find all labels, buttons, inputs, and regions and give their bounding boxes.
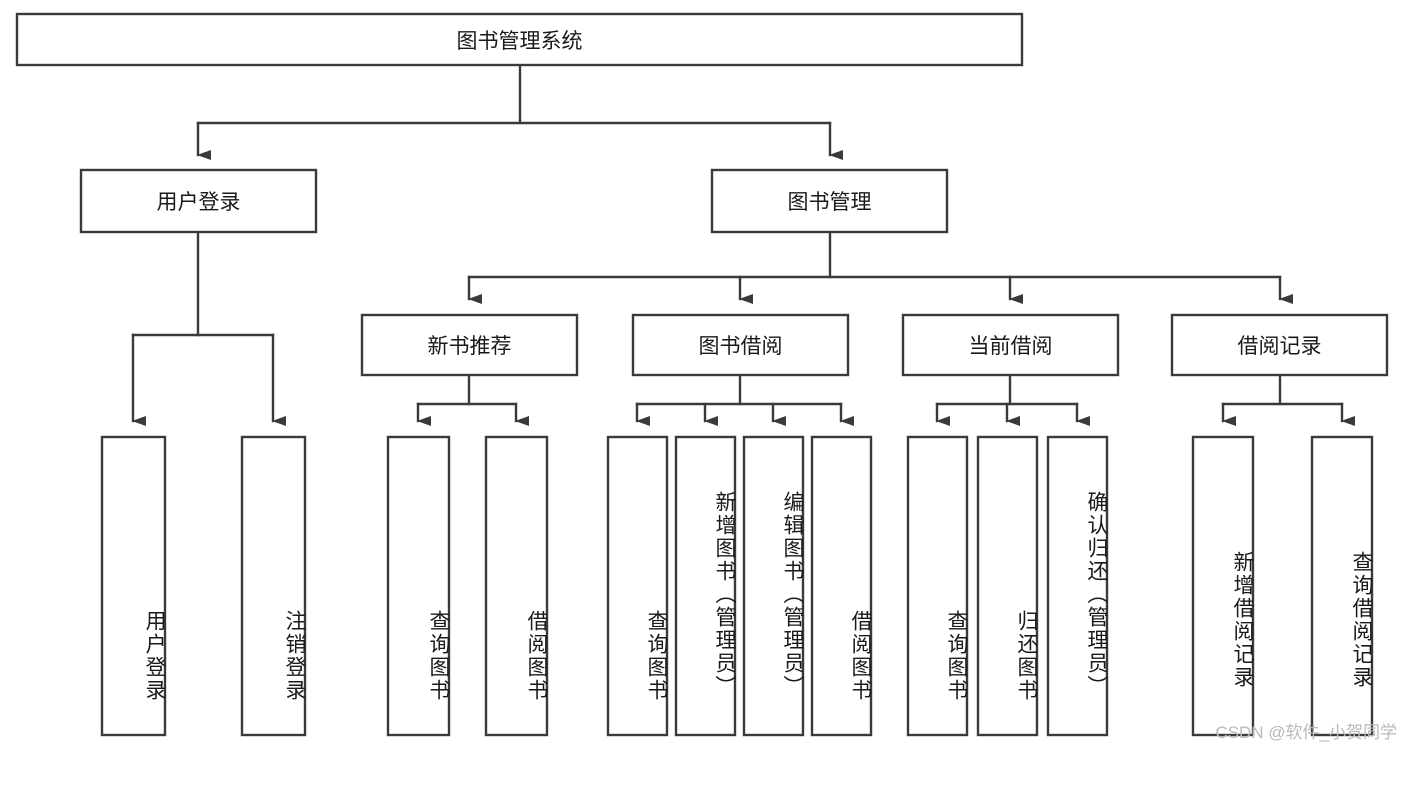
connector-book-borrow-to-leaves [635,373,854,426]
node-borrow-record[interactable] [1170,313,1389,377]
leaf-book-borrow-2[interactable] [742,435,805,737]
connector-user-login-to-leaves [131,230,286,426]
leaf-user-login-0[interactable] [100,435,167,737]
leaf-book-borrow-3[interactable] [810,435,873,737]
node-root-system[interactable] [15,12,1024,67]
leaf-borrow-record-0[interactable] [1191,435,1255,737]
connector-current-borrow-to-leaves [935,373,1090,426]
leaf-current-borrow-1[interactable] [976,435,1039,737]
node-user-login[interactable] [79,168,318,234]
connector-new-book-to-leaves [416,373,529,426]
connector-borrow-record-to-leaves [1221,373,1355,426]
diagram-canvas [15,12,1389,737]
leaf-new-book-1[interactable] [484,435,549,737]
leaf-current-borrow-2[interactable] [1046,435,1109,737]
node-new-book-recommend[interactable] [360,313,579,377]
connector-root-to-bus [196,63,843,160]
node-book-borrow[interactable] [631,313,850,377]
leaf-book-borrow-1[interactable] [674,435,737,737]
connector-book-mgmt-to-level3 [467,230,1293,304]
leaf-book-borrow-0[interactable] [606,435,669,737]
node-current-borrow[interactable] [901,313,1120,377]
system-structure-diagram: 图书管理系统 用户登录 图书管理 新书推荐 图书借阅 当前借阅 借阅记录 用户登… [15,12,1397,742]
leaf-borrow-record-1[interactable] [1310,435,1374,737]
leaf-user-login-1[interactable] [240,435,307,737]
leaf-new-book-0[interactable] [386,435,451,737]
leaf-current-borrow-0[interactable] [906,435,969,737]
node-book-management[interactable] [710,168,949,234]
